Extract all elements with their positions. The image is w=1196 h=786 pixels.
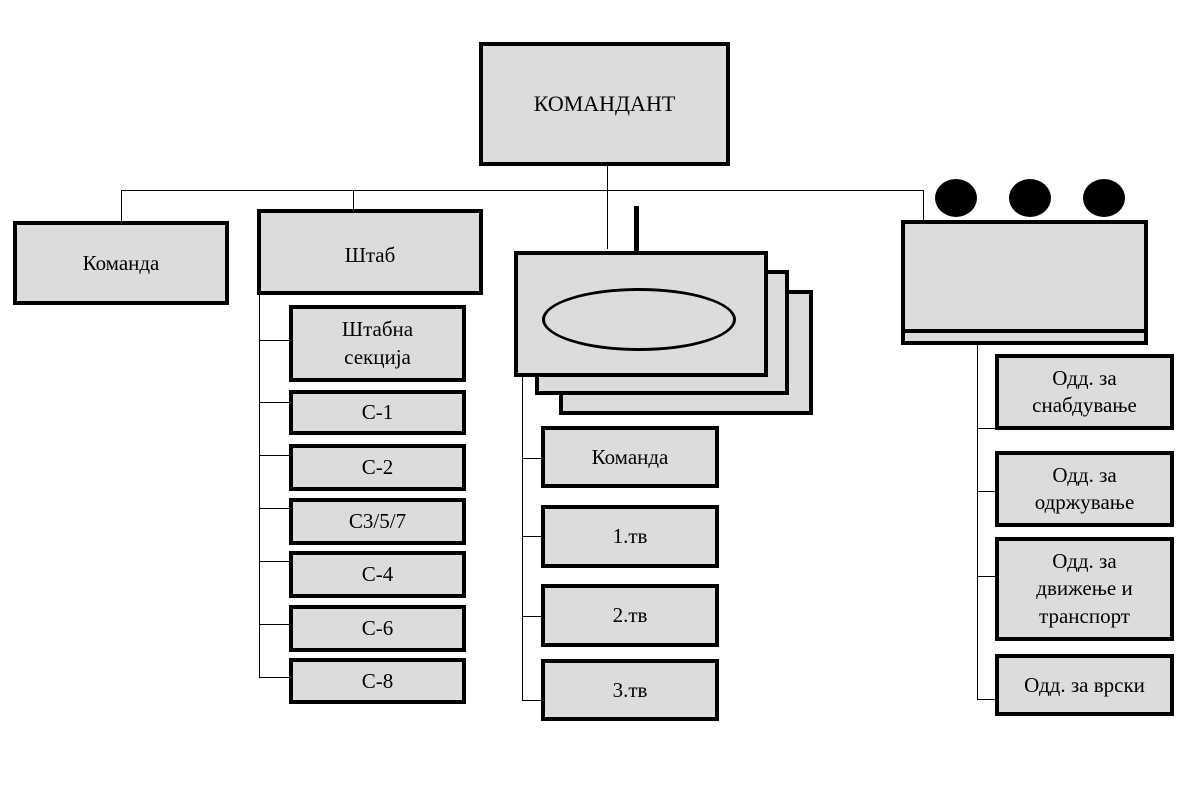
company-3-label: 3.тв <box>612 677 648 702</box>
battalion-size-marker <box>634 206 639 252</box>
staff-tick <box>259 402 290 403</box>
signals-dept-box: Одд. за врски <box>995 654 1174 716</box>
supply-dept-label: Одд. за снабдување <box>1032 365 1137 417</box>
commander-box: КОМАНДАНТ <box>479 42 730 166</box>
battalion-tick <box>522 458 543 459</box>
unit-size-dot <box>935 179 977 217</box>
logistics-drop-line <box>923 190 924 222</box>
logistics-tick <box>977 699 997 700</box>
root-down-line <box>607 165 608 249</box>
staff-box: Штаб <box>257 209 483 295</box>
command-label: Команда <box>82 250 160 275</box>
maintenance-dept-label: Одд. за одржување <box>1034 462 1135 514</box>
staff-tick <box>259 455 290 456</box>
company-3-box: 3.тв <box>541 659 719 721</box>
logistics-tick <box>977 491 997 492</box>
battalion-tick <box>522 536 543 537</box>
staff-s4-label: С-4 <box>361 562 394 587</box>
staff-bracket-line <box>259 294 260 677</box>
armor-unit-symbol <box>542 288 736 351</box>
staff-s8-box: С-8 <box>289 658 466 704</box>
movement-dept-label: Одд. за движење и транспорт <box>1036 549 1133 628</box>
battalion-command-label: Команда <box>591 444 669 469</box>
company-2-box: 2.тв <box>541 584 719 647</box>
staff-tick <box>259 677 290 678</box>
staff-label: Штаб <box>344 243 396 267</box>
commander-label: КОМАНДАНТ <box>533 91 676 117</box>
logistics-unit-box <box>901 220 1148 345</box>
staff-s357-label: С3/5/7 <box>348 509 407 534</box>
battalion-command-box: Команда <box>541 426 719 488</box>
staff-s1-box: С-1 <box>289 390 466 435</box>
shtab-drop-line <box>353 190 354 211</box>
signals-dept-label: Одд. за врски <box>1024 672 1145 697</box>
staff-s8-label: С-8 <box>361 668 394 693</box>
battalion-tick <box>522 700 543 701</box>
company-1-box: 1.тв <box>541 505 719 568</box>
komanda-drop-line <box>121 190 122 222</box>
staff-tick <box>259 561 290 562</box>
maintenance-dept-box: Одд. за одржување <box>995 451 1174 527</box>
company-1-label: 1.тв <box>612 524 648 549</box>
supply-dept-box: Одд. за снабдување <box>995 354 1174 430</box>
staff-s6-box: С-6 <box>289 605 466 652</box>
staff-tick <box>259 340 290 341</box>
staff-section-label: Штабна секција <box>341 317 414 369</box>
staff-tick <box>259 624 290 625</box>
staff-s6-label: С-6 <box>361 616 394 641</box>
staff-s1-label: С-1 <box>361 400 394 425</box>
logistics-bracket-line <box>977 345 978 699</box>
staff-tick <box>259 508 290 509</box>
logistics-tick <box>977 576 997 577</box>
command-box: Команда <box>13 221 229 305</box>
logistics-tick <box>977 428 997 429</box>
staff-s2-label: С-2 <box>361 455 394 480</box>
staff-s2-box: С-2 <box>289 444 466 491</box>
staff-s357-box: С3/5/7 <box>289 498 466 545</box>
staff-section-box: Штабна секција <box>289 305 466 382</box>
battalion-tick <box>522 616 543 617</box>
movement-dept-box: Одд. за движење и транспорт <box>995 537 1174 641</box>
staff-s4-box: С-4 <box>289 551 466 598</box>
top-horizontal-connector <box>121 190 924 191</box>
company-2-label: 2.тв <box>612 603 648 628</box>
unit-size-dot <box>1009 179 1051 217</box>
logistics-unit-divider <box>901 329 1148 333</box>
battalion-bracket-line <box>522 376 523 701</box>
unit-size-dot <box>1083 179 1125 217</box>
